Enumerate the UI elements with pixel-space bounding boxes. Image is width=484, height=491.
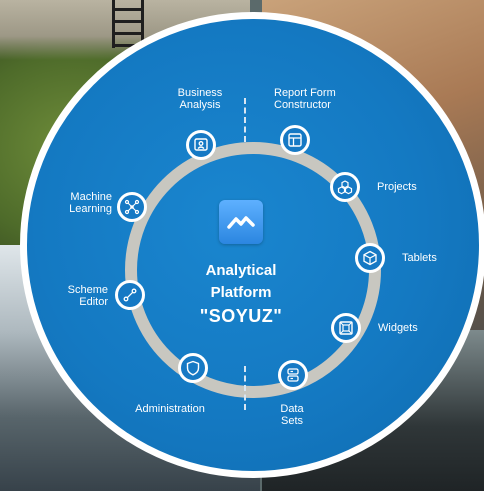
label-machine-learning: Machine Learning bbox=[69, 191, 112, 215]
monitor-person-icon bbox=[194, 138, 208, 151]
label-scheme-editor: Scheme Editor bbox=[67, 284, 108, 308]
widget-frame-icon bbox=[339, 321, 353, 335]
node-report-form-constructor[interactable] bbox=[280, 125, 310, 155]
shield-icon bbox=[186, 360, 200, 376]
label-report-form-constructor: Report Form Constructor bbox=[274, 87, 336, 111]
cubes-icon bbox=[337, 180, 353, 195]
table-grid-icon bbox=[288, 133, 302, 147]
node-data-sets[interactable] bbox=[278, 360, 308, 390]
node-administration[interactable] bbox=[178, 353, 208, 383]
background-ladder bbox=[112, 0, 144, 48]
platform-title-line2: Platform bbox=[210, 284, 272, 301]
platform-name: "SOYUZ" bbox=[199, 306, 283, 326]
network-nodes-icon bbox=[124, 199, 140, 215]
label-widgets: Widgets bbox=[378, 322, 418, 334]
label-data-sets: Data Sets bbox=[280, 403, 304, 427]
platform-title-line1: Analytical bbox=[205, 262, 277, 279]
label-projects: Projects bbox=[377, 181, 417, 193]
chart-mountain-icon bbox=[227, 216, 255, 229]
database-icon bbox=[287, 368, 299, 382]
divider-bottom bbox=[244, 366, 246, 410]
node-machine-learning[interactable] bbox=[117, 192, 147, 222]
platform-logo bbox=[219, 200, 263, 244]
node-tablets[interactable] bbox=[355, 243, 385, 273]
node-widgets[interactable] bbox=[331, 313, 361, 343]
label-tablets: Tablets bbox=[402, 252, 437, 264]
label-business-analysis: Business Analysis bbox=[177, 87, 223, 111]
cube-icon bbox=[363, 250, 377, 266]
node-projects[interactable] bbox=[330, 172, 360, 202]
label-administration: Administration bbox=[135, 403, 205, 415]
connector-line-icon bbox=[123, 288, 137, 302]
divider-top bbox=[244, 98, 246, 142]
node-business-analysis[interactable] bbox=[186, 130, 216, 160]
node-scheme-editor[interactable] bbox=[115, 280, 145, 310]
